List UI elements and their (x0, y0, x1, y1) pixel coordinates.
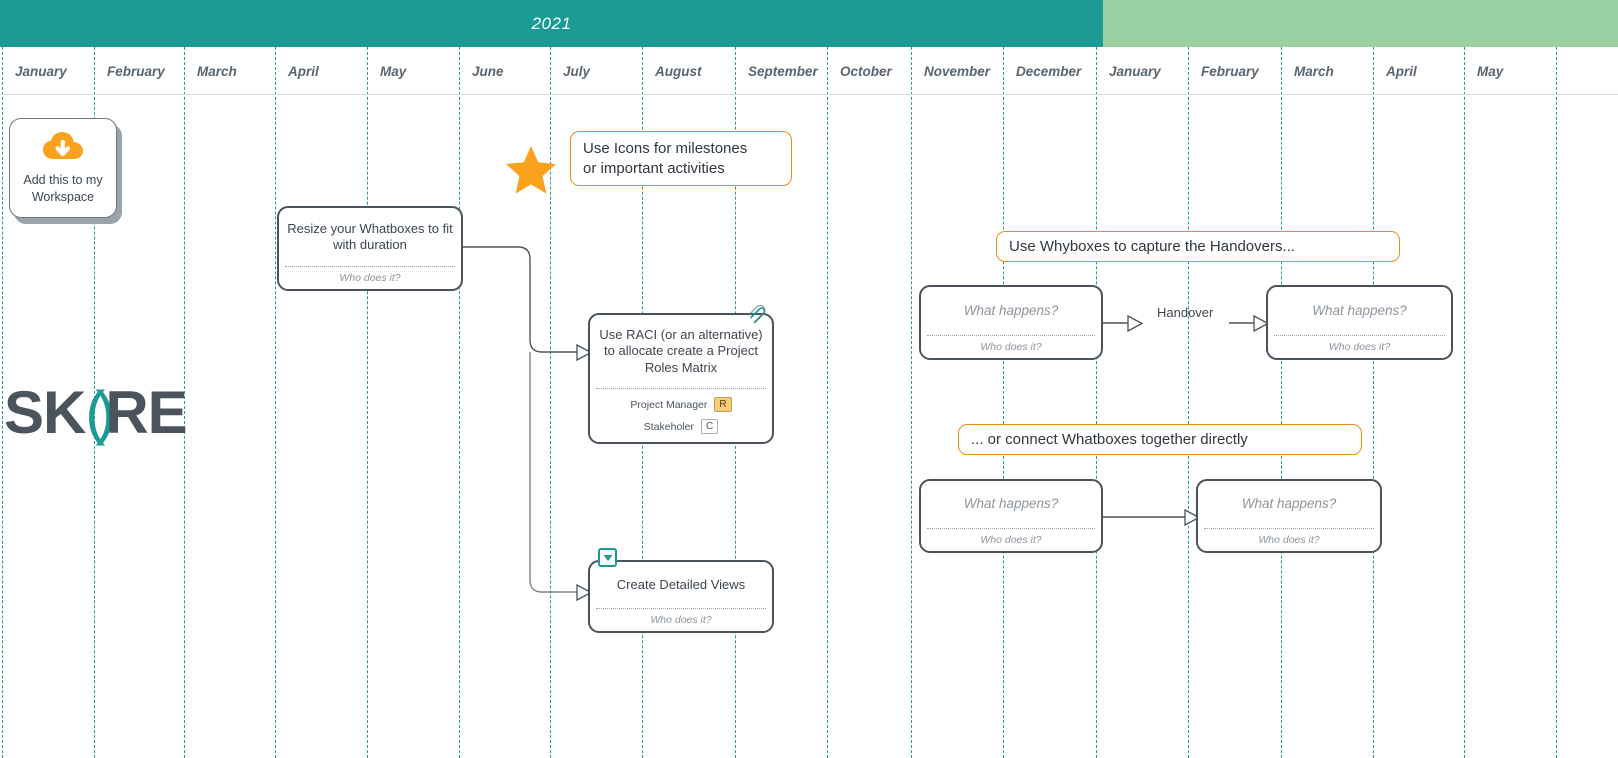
connector-resize-to-branches (455, 246, 593, 602)
note-connect-text: ... or connect Whatboxes together direct… (971, 430, 1248, 448)
handover-label: Handover (1157, 305, 1214, 320)
role-row-stakeholder[interactable]: Stakeholer C (643, 419, 719, 434)
month-july[interactable]: July (563, 63, 591, 79)
node-create-detailed-views[interactable]: Create Detailed Views Who does it? (588, 560, 774, 633)
node-raci-roles: Project Manager R Stakeholer C (590, 389, 772, 442)
note-whyboxes-text: Use Whyboxes to capture the Handovers... (1009, 237, 1295, 255)
node-use-raci[interactable]: Use RACI (or an alternative) to allocate… (588, 313, 774, 444)
year-band-2021: 2021 (0, 0, 1103, 47)
workspace-label-line1: Add this to my (23, 172, 103, 187)
logo-left: SK (4, 379, 86, 446)
node-resize-who: Who does it? (339, 272, 401, 284)
note-icons-line1: Use Icons for milestones (583, 140, 748, 157)
month-december[interactable]: December (1016, 63, 1082, 79)
note-use-icons[interactable]: Use Icons for milestones or important ac… (570, 131, 792, 186)
month-april-1[interactable]: April (288, 63, 319, 79)
node-resize-whatboxes[interactable]: Resize your Whatboxes to fit with durati… (277, 206, 463, 291)
node-handover-left[interactable]: What happens? Who does it? (919, 285, 1103, 360)
skore-logo: SK()RE (4, 378, 188, 447)
node-handover-left-divider (927, 335, 1095, 336)
node-handover-left-who: Who does it? (980, 341, 1042, 353)
month-june[interactable]: June (472, 63, 504, 79)
node-direct-left-divider (927, 528, 1095, 529)
month-march-1[interactable]: March (197, 63, 237, 79)
month-february-2[interactable]: February (1201, 63, 1259, 79)
node-handover-right[interactable]: What happens? Who does it? (1266, 285, 1453, 360)
node-direct-left-what: What happens? (963, 496, 1059, 512)
month-march-2[interactable]: March (1294, 63, 1334, 79)
month-april-2[interactable]: April (1386, 63, 1417, 79)
role-badge-c: C (700, 419, 719, 434)
role-name: Stakeholer (643, 420, 694, 433)
node-direct-right-what: What happens? (1241, 496, 1337, 512)
node-direct-left-who: Who does it? (980, 534, 1042, 546)
role-name: Project Manager (630, 398, 708, 411)
node-handover-right-divider (1274, 335, 1445, 336)
connector-direct (1103, 508, 1201, 527)
add-to-workspace-label: Add this to my Workspace (23, 172, 102, 206)
role-row-project-manager[interactable]: Project Manager R (630, 397, 732, 412)
node-handover-right-who: Who does it? (1328, 341, 1391, 353)
drill-down-icon[interactable] (598, 548, 617, 567)
month-october[interactable]: October (840, 63, 892, 79)
year-band-next (1103, 0, 1618, 47)
year-label-primary: 2021 (531, 13, 572, 33)
month-september[interactable]: September (748, 63, 818, 79)
node-detailed-who: Who does it? (650, 614, 712, 626)
node-direct-left[interactable]: What happens? Who does it? (919, 479, 1103, 553)
logo-middle: () (85, 379, 115, 446)
month-may-2[interactable]: May (1477, 63, 1504, 79)
month-may-1[interactable]: May (380, 63, 407, 79)
month-january-1[interactable]: January (15, 63, 67, 79)
add-to-workspace-card[interactable]: Add this to my Workspace (9, 118, 117, 218)
node-handover-left-what: What happens? (963, 302, 1059, 318)
month-header-row: January February March April May June Ju… (0, 47, 1618, 95)
node-direct-right-divider (1204, 528, 1374, 529)
note-icons-line2: or important activities (583, 159, 725, 177)
node-handover-right-what: What happens? (1312, 302, 1407, 318)
note-connect-whatboxes[interactable]: ... or connect Whatboxes together direct… (958, 424, 1362, 455)
note-use-whyboxes[interactable]: Use Whyboxes to capture the Handovers... (996, 231, 1400, 262)
paperclip-icon[interactable] (746, 303, 766, 328)
node-detailed-what: Create Detailed Views (616, 576, 746, 592)
role-badge-r: R (714, 397, 732, 412)
logo-right: RE (105, 379, 187, 446)
node-detailed-divider (596, 608, 766, 609)
node-resize-divider (285, 266, 455, 267)
month-january-2[interactable]: January (1109, 63, 1161, 79)
workspace-label-line2: Workspace (31, 189, 95, 204)
month-header-divider (0, 94, 1618, 95)
month-november[interactable]: November (924, 63, 991, 79)
connector-handover-in (1229, 314, 1270, 333)
node-raci-what: Use RACI (or an alternative) to allocate… (599, 327, 763, 375)
month-august[interactable]: August (655, 63, 702, 79)
node-direct-right[interactable]: What happens? Who does it? (1196, 479, 1382, 553)
connector-handover-out (1103, 314, 1144, 333)
node-resize-what: Resize your Whatboxes to fit with durati… (287, 220, 453, 252)
month-february-1[interactable]: February (107, 63, 165, 79)
star-icon[interactable] (504, 145, 558, 202)
node-raci-divider (596, 388, 766, 389)
node-direct-right-who: Who does it? (1258, 534, 1320, 546)
cloud-download-icon (42, 131, 84, 166)
